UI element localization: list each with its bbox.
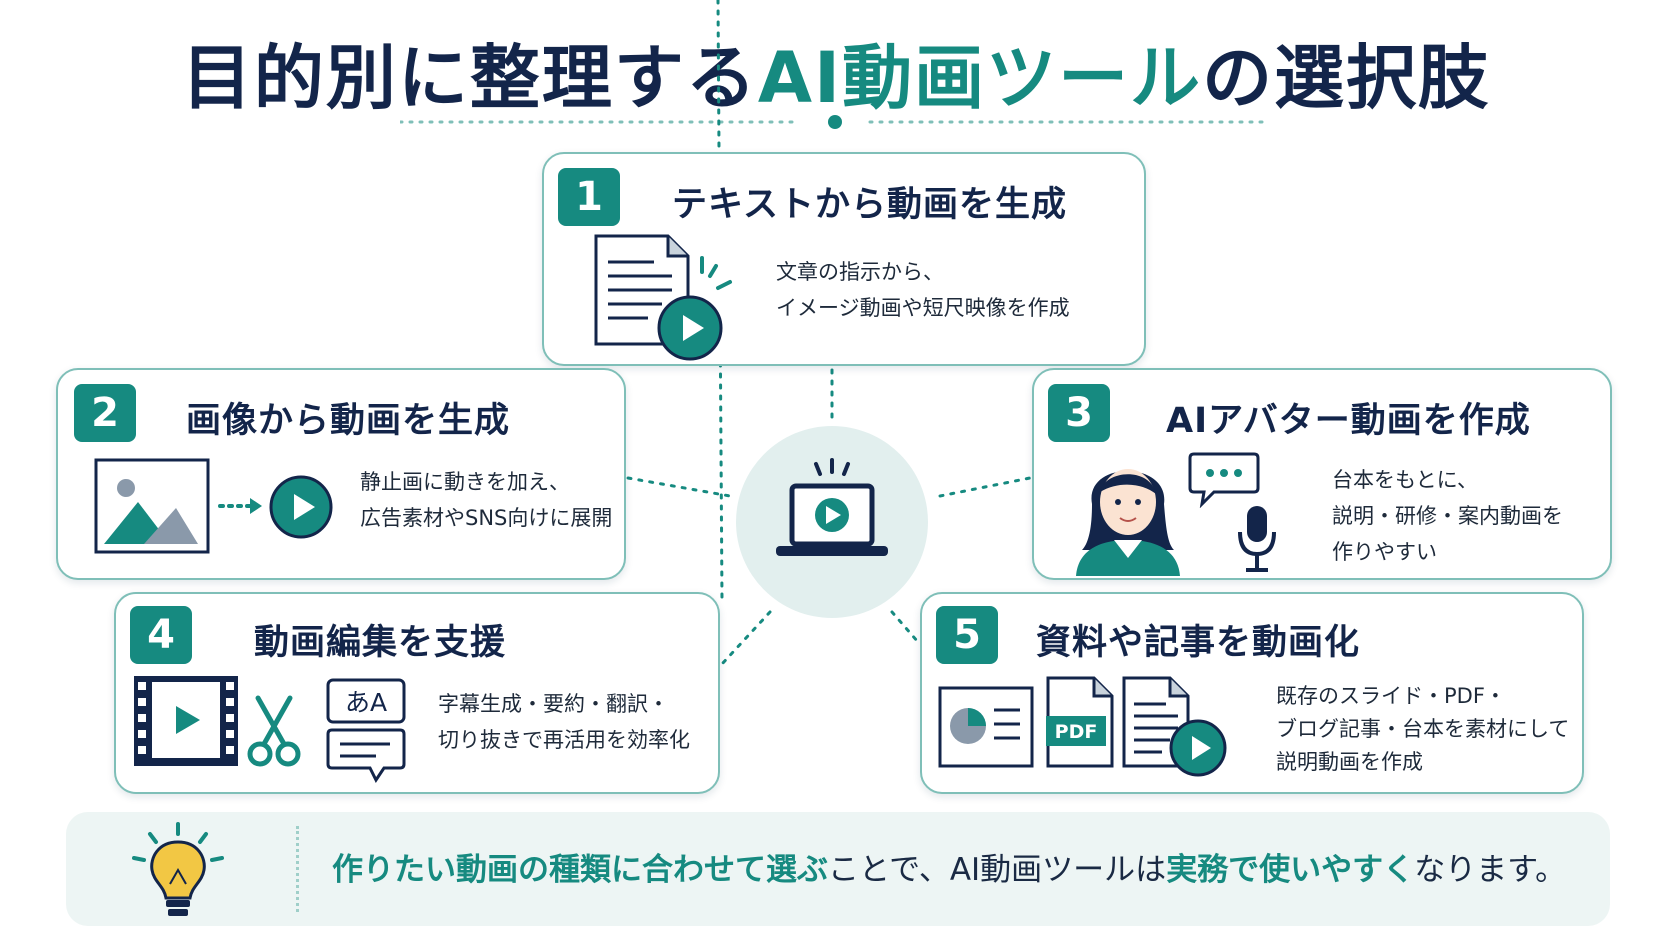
card-number: 3 [1048,384,1110,442]
card-video-editing: 4 動画編集を支援 あA 字幕生成・要約・翻訳・ 切り抜きで再活用を効率化 [114,592,720,794]
translate-icon: あA [326,678,406,724]
card-docs-to-video: 5 資料や記事を動画化 PDF 既存のスライド・PDF・ ブログ記事・台本を素材… [920,592,1584,794]
card-number: 4 [130,606,192,664]
svg-text:PDF: PDF [1055,721,1098,743]
svg-text:あA: あA [345,688,387,717]
card-title: 資料や記事を動画化 [1036,623,1361,663]
play-icon [657,295,723,361]
card-title: AIアバター動画を作成 [1166,401,1531,441]
card-title: 画像から動画を生成 [186,401,511,441]
card-title: テキストから動画を生成 [672,185,1067,225]
arrow-icon [218,498,262,514]
card-title: 動画編集を支援 [254,623,507,663]
card-description: 文章の指示から、 イメージ動画や短尺映像を作成 [776,260,1070,320]
card-number: 5 [936,606,998,664]
summary-banner: 作りたい動画の種類に合わせて選ぶことで、AI動画ツールは実務で使いやすくなります… [66,812,1610,926]
slide-icon [938,686,1034,768]
scissors-icon [247,695,301,767]
title-divider [400,115,1270,129]
laptop-play-icon [776,458,888,556]
card-description: 字幕生成・要約・翻訳・ 切り抜きで再活用を効率化 [438,692,690,752]
hub-circle [736,426,928,618]
card-text-to-video: 1 テキストから動画を生成 文章の指示から、 イメージ動画や短尺映像を作成 [542,152,1146,366]
title-part1: 目的別に整理する [181,37,758,119]
title-accent: AI動画ツール [757,37,1203,119]
card-number: 2 [74,384,136,442]
speech-bubble-icon [1188,452,1260,508]
card-description: 台本をもとに、 説明・研修・案内動画を 作りやすい [1332,468,1563,564]
microphone-icon [1238,506,1276,572]
title-part2: の選択肢 [1202,37,1491,119]
caption-icon [326,728,406,783]
card-number: 1 [558,168,620,226]
play-icon [269,475,333,539]
avatar-icon [1076,469,1180,576]
film-icon [134,676,238,766]
page-title: 目的別に整理するAI動画ツールの選択肢 [0,22,1672,123]
pdf-icon: PDF [1046,676,1114,768]
card-description: 既存のスライド・PDF・ ブログ記事・台本を素材にして 説明動画を作成 [1276,684,1570,774]
card-ai-avatar: 3 AIアバター動画を作成 台本をもとに、 説明・研修・案内動画を 作りやすい [1032,368,1612,580]
image-icon [94,458,210,554]
banner-divider [296,826,299,912]
card-image-to-video: 2 画像から動画を生成 静止画に動きを加え、 広告素材やSNS向けに展開 [56,368,626,580]
card-description: 静止画に動きを加え、 広告素材やSNS向けに展開 [360,470,613,530]
play-icon [1169,719,1227,777]
summary-text: 作りたい動画の種類に合わせて選ぶことで、AI動画ツールは実務で使いやすくなります… [332,852,1567,888]
lightbulb-icon [132,822,224,916]
